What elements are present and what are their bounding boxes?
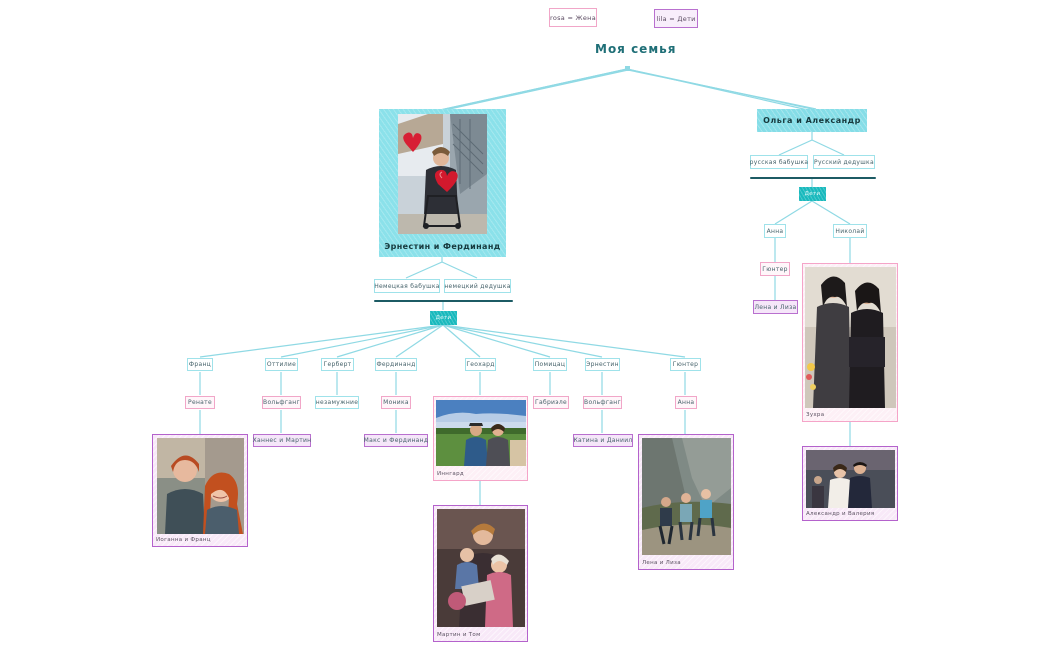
child-franz[interactable]: Франц bbox=[187, 358, 213, 371]
photo-grandparents[interactable] bbox=[398, 114, 487, 234]
spouse-gabriele[interactable]: Габриэле bbox=[533, 396, 569, 409]
spouse-wolfgang-1[interactable]: Вольфганг bbox=[262, 396, 301, 409]
child-ernestin[interactable]: Эрнестин bbox=[585, 358, 620, 371]
spouse-monika[interactable]: Моника bbox=[381, 396, 411, 409]
spouse-anna[interactable]: Анна bbox=[675, 396, 697, 409]
right-family-alexander-valeria-caption: Александр и Валерия bbox=[806, 511, 875, 517]
right-grandpa[interactable]: Русский дедушка bbox=[813, 155, 875, 169]
family-johanna-franz[interactable]: Иоганна и Франц bbox=[152, 434, 248, 547]
photo-ingard[interactable] bbox=[436, 400, 526, 466]
right-kids-badge[interactable]: Дети bbox=[799, 187, 826, 201]
right-family-lena-lisa[interactable]: Лена и Лиза bbox=[753, 300, 798, 314]
right-grandma[interactable]: русская бабушка bbox=[750, 155, 808, 169]
child-ottilie[interactable]: Оттилие bbox=[265, 358, 298, 371]
family-lena-lisa[interactable]: Лена и Лиза bbox=[638, 434, 734, 570]
photo-lena-lisa-mountains[interactable] bbox=[642, 438, 731, 555]
family-ingard[interactable]: Иннгард bbox=[433, 396, 528, 481]
right-spouse-zuhra-card[interactable]: Зухра bbox=[802, 263, 898, 422]
spouse-renate[interactable]: Ренате bbox=[185, 396, 215, 409]
right-spouse-gunter[interactable]: Гюнтер bbox=[760, 262, 790, 276]
right-child-nikolai[interactable]: Николай bbox=[833, 224, 867, 238]
photo-alexander-valeria[interactable] bbox=[806, 450, 895, 508]
family-ingard-caption: Иннгард bbox=[437, 471, 464, 477]
legend-spouse: rosa = Жена bbox=[549, 8, 597, 27]
right-family-alexander-valeria[interactable]: Александр и Валерия bbox=[802, 446, 898, 521]
photo-johanna-franz[interactable] bbox=[157, 438, 244, 534]
child-ferdinand[interactable]: Фердинанд bbox=[375, 358, 417, 371]
family-martin-tom[interactable]: Мартин и Том bbox=[433, 505, 528, 642]
left-parents-card[interactable]: Эрнестин и Фердинанд bbox=[379, 109, 506, 257]
child-geohard[interactable]: Геохард bbox=[465, 358, 496, 371]
photo-martin-tom[interactable] bbox=[437, 509, 525, 627]
family-max-ferdinand[interactable]: Макс и Фердинанд bbox=[364, 434, 428, 447]
left-kids-badge[interactable]: Дети bbox=[430, 311, 457, 325]
right-spouse-zuhra-caption: Зухра bbox=[806, 412, 825, 418]
left-grandpa[interactable]: немецкий дедушка bbox=[444, 279, 511, 293]
legend-children: lila = Дети bbox=[654, 9, 698, 28]
photo-zuhra[interactable] bbox=[805, 267, 896, 408]
right-divider bbox=[750, 177, 876, 179]
right-parents-box[interactable]: Ольга и Александр bbox=[757, 109, 867, 132]
family-johanna-franz-caption: Иоганна и Франц bbox=[156, 537, 211, 543]
child-pomitsats[interactable]: Помицац bbox=[533, 358, 567, 371]
right-child-anna[interactable]: Анна bbox=[764, 224, 786, 238]
spouse-unmarried[interactable]: незамужние bbox=[315, 396, 359, 409]
family-hannes-martin[interactable]: Ханнес и Мартин bbox=[253, 434, 311, 447]
family-martin-tom-caption: Мартин и Том bbox=[437, 632, 481, 638]
family-lena-lisa-caption: Лена и Лиза bbox=[642, 560, 681, 566]
child-gunter[interactable]: Гюнтер bbox=[670, 358, 701, 371]
page-title: Моя семья bbox=[595, 42, 677, 56]
left-divider bbox=[374, 300, 513, 302]
left-grandma[interactable]: Немецкая бабушка bbox=[374, 279, 440, 293]
family-katina-daniil[interactable]: Катина и Даниил bbox=[573, 434, 633, 447]
root-connector-dot bbox=[625, 66, 630, 71]
child-herbert[interactable]: Герберт bbox=[321, 358, 354, 371]
spouse-wolfgang-2[interactable]: Вольфганг bbox=[583, 396, 622, 409]
left-parents-label: Эрнестин и Фердинанд bbox=[384, 242, 501, 251]
